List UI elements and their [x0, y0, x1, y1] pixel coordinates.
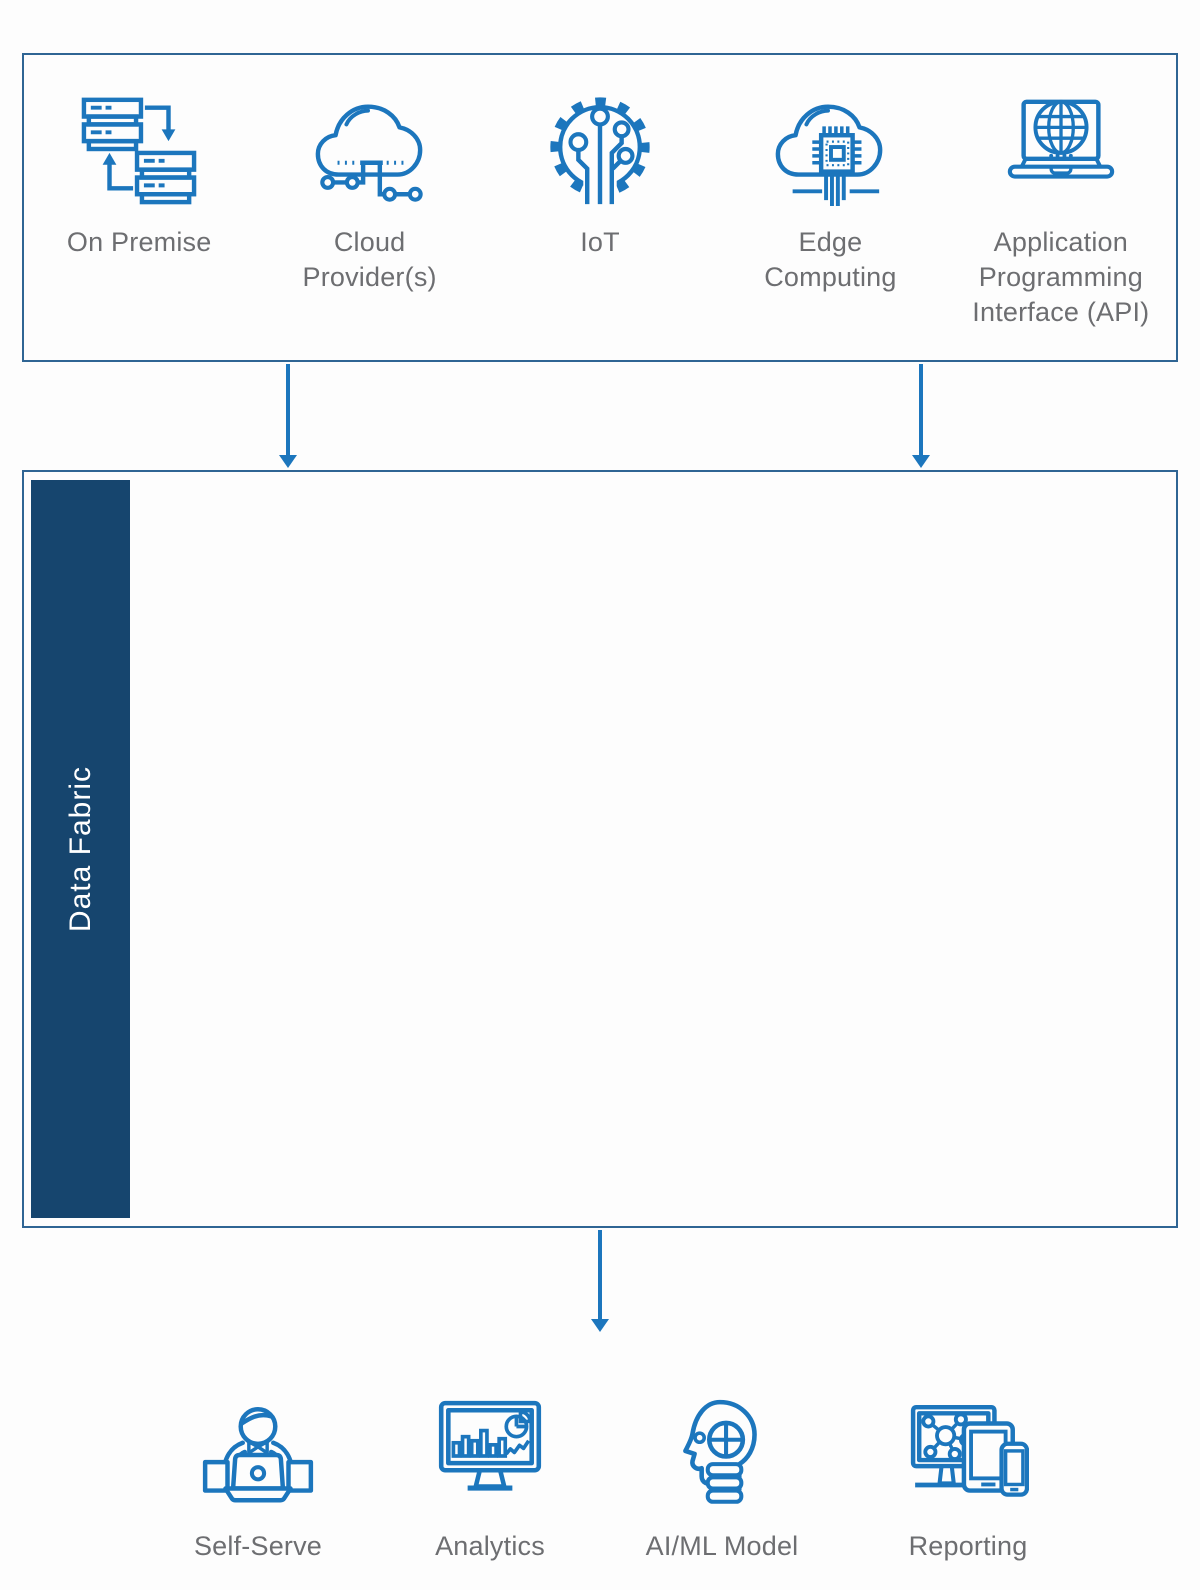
consumer-item-reporting: Reporting	[848, 1393, 1088, 1564]
fabric-to-consumers-arrow	[591, 1230, 609, 1332]
source-item-iot: IoT	[485, 55, 715, 360]
data-sources-box: On Premise	[22, 53, 1178, 362]
source-label: IoT	[580, 227, 620, 257]
source-item-cloud-providers: Cloud Provider(s)	[254, 55, 484, 360]
consumer-label: Reporting	[908, 1531, 1028, 1561]
consumer-item-analytics: Analytics	[370, 1393, 610, 1564]
source-item-on-premise: On Premise	[24, 55, 254, 360]
consumer-item-ai-ml-model: AI/ML Model	[602, 1393, 842, 1564]
reporting-icon	[907, 1393, 1029, 1519]
sources-to-fabric-arrow-left	[279, 364, 297, 468]
consumer-item-self-serve: Self-Serve	[138, 1393, 378, 1564]
source-label: Cloud Provider(s)	[302, 227, 437, 292]
data-fabric-box: Data Fabric	[22, 470, 1178, 1228]
consumer-label: Analytics	[435, 1531, 545, 1561]
arrow-shaft	[286, 364, 290, 455]
source-label: Application Programming Interface (API)	[972, 227, 1150, 327]
source-label: Edge Computing	[764, 227, 897, 292]
edge-computing-icon	[771, 89, 889, 209]
arrow-shaft	[919, 364, 923, 455]
source-item-api: Application Programming Interface (API)	[946, 55, 1176, 360]
cloud-providers-icon	[311, 89, 429, 209]
consumer-label: Self-Serve	[193, 1531, 323, 1561]
sources-to-fabric-arrow-right	[912, 364, 930, 468]
data-fabric-label: Data Fabric	[63, 765, 97, 933]
on-premise-icon	[80, 89, 198, 209]
consumer-label: AI/ML Model	[645, 1531, 799, 1561]
iot-icon	[541, 89, 659, 209]
api-icon	[1002, 89, 1120, 209]
arrow-shaft	[598, 1230, 602, 1319]
arrow-head	[591, 1319, 609, 1332]
self-serve-icon	[197, 1393, 319, 1519]
data-fabric-rail: Data Fabric	[31, 480, 130, 1218]
arrow-head	[912, 455, 930, 468]
arrow-head	[279, 455, 297, 468]
source-item-edge-computing: Edge Computing	[715, 55, 945, 360]
analytics-icon	[429, 1393, 551, 1519]
source-label: On Premise	[66, 227, 212, 257]
ai-ml-model-icon	[661, 1393, 783, 1519]
